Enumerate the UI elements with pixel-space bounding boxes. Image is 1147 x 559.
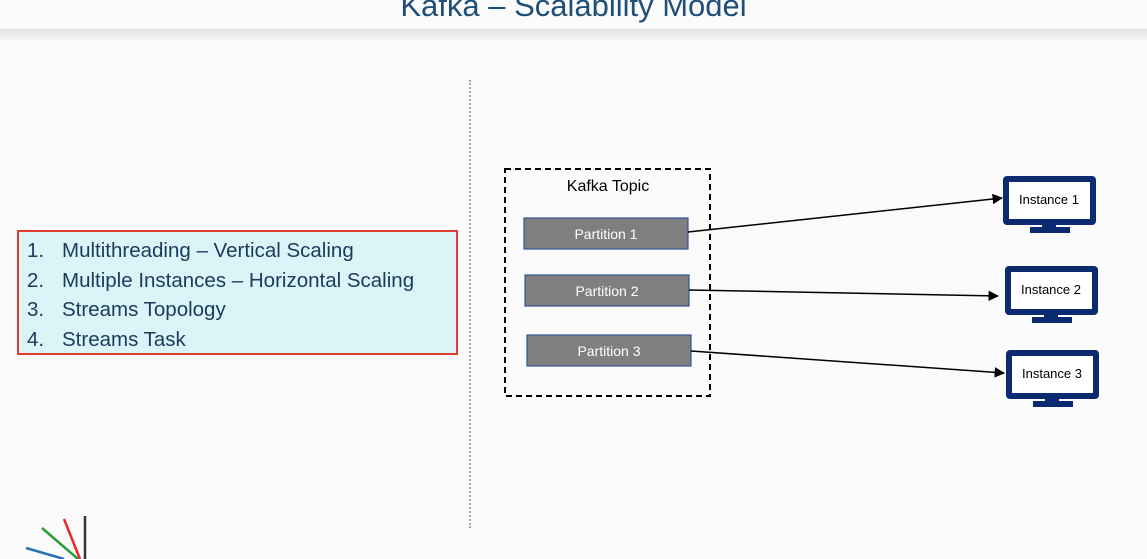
concept-item-label: Streams Topology [62, 298, 226, 321]
brand-logo-icon [25, 516, 87, 559]
arrow-partition-1-to-instance-1 [687, 193, 1004, 233]
concept-item-label: Streams Task [62, 327, 186, 351]
instance-label: Instance 2 [1021, 282, 1081, 297]
instance-2: Instance 2 [1005, 266, 1098, 323]
concept-item-number: 2. [27, 268, 45, 292]
concept-item-number: 4. [27, 327, 45, 351]
instance-label: Instance 3 [1022, 366, 1082, 381]
partition-box [526, 334, 692, 367]
monitor-icon [1005, 266, 1098, 323]
concept-list: 1. Multithreading – Vertical Scaling 2. … [19, 232, 456, 354]
instance-3: Instance 3 [1006, 350, 1099, 407]
concept-item: 1. Multithreading – Vertical Scaling [27, 236, 456, 266]
concept-item: 3. Streams Topology [27, 295, 456, 325]
section-divider [469, 80, 471, 528]
arrow-partition-3-to-instance-3 [690, 350, 1006, 378]
concept-item-number: 3. [27, 298, 45, 321]
partition-box [523, 217, 689, 250]
partition-3: Partition 3 [526, 334, 692, 367]
partition-label: Partition 2 [575, 283, 638, 299]
concept-item: 4. Streams Task [27, 325, 456, 355]
instance-label: Instance 1 [1019, 192, 1079, 207]
partition-label: Partition 3 [577, 343, 640, 359]
concept-item-number: 1. [27, 239, 45, 262]
concept-list-box: 1. Multithreading – Vertical Scaling 2. … [17, 230, 458, 355]
partition-label: Partition 1 [574, 226, 637, 242]
instance-1: Instance 1 [1003, 176, 1096, 233]
concept-item-label: Multiple Instances – Horizontal Scaling [62, 268, 415, 292]
monitor-icon [1003, 176, 1096, 233]
partition-2: Partition 2 [524, 274, 690, 307]
partition-1: Partition 1 [523, 217, 689, 250]
kafka-topic-box [504, 168, 711, 397]
slide-title: Kafka – Scalability Model [400, 0, 747, 23]
concept-item-label: Multithreading – Vertical Scaling [62, 239, 354, 262]
arrow-partition-2-to-instance-2 [688, 289, 1000, 302]
kafka-topic-label: Kafka Topic [567, 178, 649, 195]
concept-item: 2. Multiple Instances – Horizontal Scali… [27, 266, 456, 296]
monitor-icon [1006, 350, 1099, 407]
title-underline [0, 29, 1147, 40]
